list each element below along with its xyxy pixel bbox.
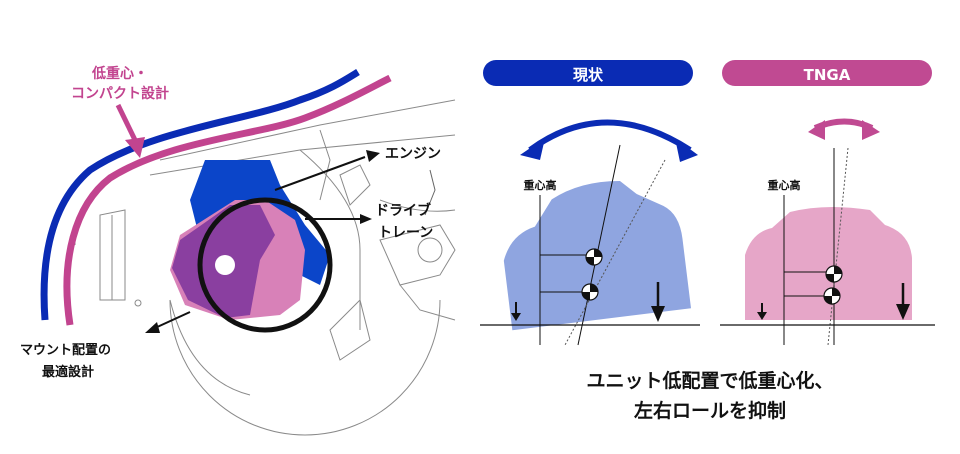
tnga-car-body: [745, 206, 912, 320]
car-body-lines: [149, 99, 456, 361]
mount-arrow-icon: [145, 322, 160, 333]
low-cg-label-line1: 低重心・: [91, 65, 148, 82]
drivetrain-arrow-icon: [360, 214, 372, 224]
tnga-cg-marker-lower: [823, 287, 841, 305]
hood-line-tnga: [63, 74, 392, 326]
engine-arrow-icon: [366, 150, 380, 162]
current-cg-label: 重心高: [524, 178, 557, 192]
current-roll-arc: [528, 119, 692, 153]
mount-label-line2: 最適設計: [42, 364, 94, 380]
tnga-roll-right-arrow-icon: [862, 120, 880, 140]
current-roll-left-arrow-icon: [520, 138, 545, 160]
engine-label: エンジン: [385, 146, 441, 162]
current-load-arrow-left-icon: [511, 313, 521, 321]
drivetrain-label-line1: ドライブ: [375, 202, 431, 219]
caption-line1: ユニット低配置で低重心化、: [586, 369, 833, 392]
focus-circle: [197, 197, 333, 333]
tnga-title-pill: [722, 60, 932, 86]
low-cg-label-line2: コンパクト設計: [71, 85, 169, 102]
current-title-pill: [483, 60, 693, 86]
tnga-roll-left-arrow-icon: [808, 120, 825, 140]
current-load-arrow-right-icon: [651, 306, 665, 322]
mount-label-line1: マウント配置の: [20, 343, 111, 358]
panel-tnga: TNGA 重心高: [720, 60, 935, 346]
current-title: 現状: [573, 66, 604, 84]
wheel-arc: [169, 299, 441, 436]
panel-current: 現状 重心高: [480, 60, 700, 346]
tnga-cg-marker-upper: [825, 265, 843, 283]
current-cg-marker-upper: [585, 248, 603, 266]
engine-bay-illustration: [40, 69, 456, 436]
tnga-load-arrow-left-icon: [757, 312, 767, 320]
current-roll-right-arrow-icon: [675, 138, 698, 162]
low-cg-arrow-icon: [125, 137, 145, 158]
hood-line-current: [40, 69, 360, 321]
tnga-cg-label: 重心高: [768, 178, 801, 192]
tnga-title: TNGA: [804, 66, 851, 84]
caption-line2: 左右ロールを抑制: [634, 399, 786, 422]
current-cg-marker-lower: [581, 283, 599, 301]
drivetrain-label-line2: トレーン: [378, 225, 433, 241]
tnga-load-arrow-right-icon: [896, 304, 910, 320]
mount-point: [215, 255, 235, 275]
